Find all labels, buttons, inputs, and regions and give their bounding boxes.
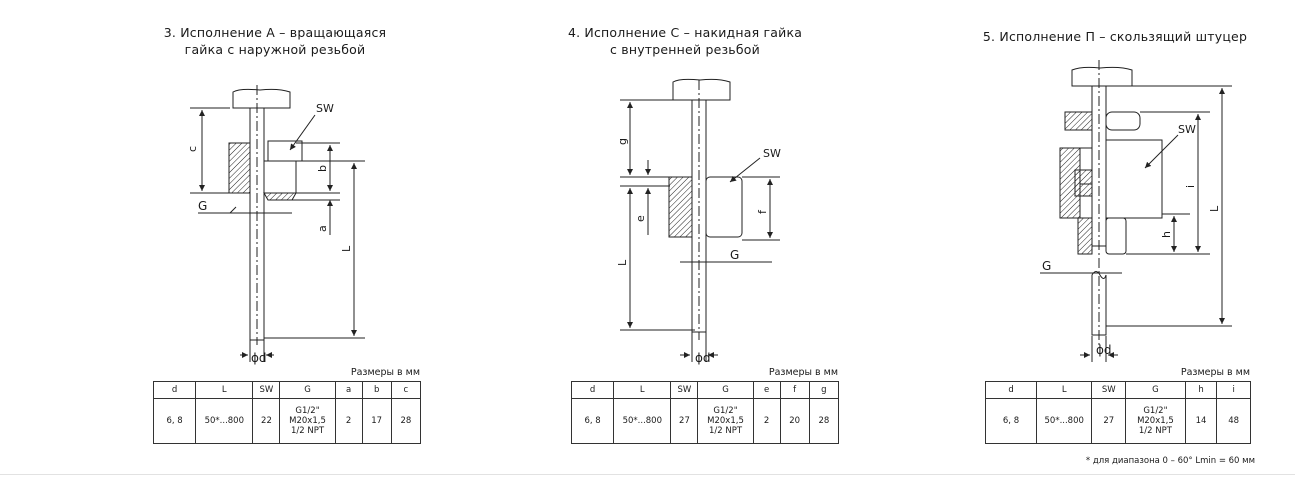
table-cell: 27	[670, 398, 699, 444]
panel-p-drawing: SW i L h G ϕd	[1040, 60, 1232, 362]
panel-variant-c: 4. Исполнение С – накидная гайка с внутр…	[430, 0, 860, 478]
table-cell: 6, 8	[984, 398, 1038, 444]
panel-p-label-i: i	[1184, 185, 1197, 188]
table-header-cell: e	[752, 381, 781, 399]
table-cell: 6, 8	[152, 398, 197, 444]
table-cell: 20	[779, 398, 810, 444]
panel-a-drawing: SW c b G a L ϕd	[186, 85, 365, 365]
panel-p-label-h: h	[1160, 231, 1173, 238]
panel-p-table: d L SW G h i 6, 8 50*...800 27 G1/2"M20x…	[984, 381, 1251, 444]
table-header-cell: G	[1125, 381, 1186, 399]
table-cell: 6, 8	[570, 398, 615, 444]
table-cell: 27	[1091, 398, 1127, 444]
table-header-cell: SW	[1091, 381, 1127, 399]
panel-c-label-f: f	[756, 209, 769, 214]
panel-a-label-sw: SW	[316, 102, 334, 115]
panel-c-label-sw: SW	[763, 147, 781, 160]
table-cell: 28	[390, 398, 422, 444]
table-header-cell: L	[1036, 381, 1093, 399]
table-header-cell: SW	[252, 381, 281, 399]
table-cell: 22	[252, 398, 281, 444]
panel-a-label-l: L	[340, 245, 353, 252]
table-header-cell: G	[697, 381, 754, 399]
panel-c-label-g-dim: g	[616, 138, 629, 145]
panel-variant-a: 3. Исполнение А – вращающаяся гайка с на…	[0, 0, 430, 478]
table-cell: 48	[1216, 398, 1251, 444]
panel-c-drawing: SW g e f L G ϕd	[616, 78, 781, 365]
panel-p-label-d: ϕd	[1096, 343, 1112, 357]
panel-p-footnote: * для диапазона 0 – 60° Lmin = 60 мм	[1085, 456, 1255, 466]
panel-a-label-d: ϕd	[251, 351, 267, 365]
panel-a-title: 3. Исполнение А – вращающаяся гайка с на…	[163, 25, 387, 57]
panel-p-label-l: L	[1208, 205, 1221, 212]
table-cell: 17	[361, 398, 392, 444]
table-header-cell: a	[334, 381, 363, 399]
panel-c-label-g: G	[730, 248, 739, 262]
table-header-cell: d	[570, 381, 615, 399]
panel-c-label-e: e	[634, 215, 647, 222]
table-header-cell: h	[1184, 381, 1218, 399]
panel-c-title: 4. Исполнение С – накидная гайка с внутр…	[567, 25, 803, 57]
table-cell: 2	[752, 398, 781, 444]
panel-c-label-d: ϕd	[695, 351, 711, 365]
panel-p-label-g: G	[1042, 259, 1051, 273]
panel-p-label-sw: SW	[1178, 123, 1196, 136]
panel-c-units: Размеры в мм	[768, 367, 838, 378]
panel-a-units: Размеры в мм	[350, 367, 420, 378]
table-cell: 50*...800	[1036, 398, 1093, 444]
panel-a-label-g: G	[198, 199, 207, 213]
table-header-cell: f	[779, 381, 810, 399]
table-header-cell: i	[1216, 381, 1251, 399]
table-header-cell: d	[152, 381, 197, 399]
table-header-cell: G	[279, 381, 336, 399]
panel-p-units: Размеры в мм	[1180, 367, 1250, 378]
table-cell: 50*...800	[195, 398, 254, 444]
table-header-cell: L	[613, 381, 672, 399]
table-header-cell: SW	[670, 381, 699, 399]
panel-a-label-b: b	[316, 165, 329, 172]
table-header-row: d L SW G a b c	[152, 381, 422, 399]
table-header-row: d L SW G h i	[984, 381, 1251, 399]
table-header-cell: b	[361, 381, 392, 399]
table-header-row: d L SW G e f g	[570, 381, 840, 399]
panel-a-label-c: c	[186, 146, 199, 152]
panel-a-label-a: a	[316, 225, 329, 232]
bottom-divider	[0, 474, 1295, 475]
table-cell: 28	[808, 398, 840, 444]
panel-c-table: d L SW G e f g 6, 8 50*...800 27 G1/2"M2…	[570, 381, 840, 444]
panel-variant-p: 5. Исполнение П – скользящий штуцер	[860, 0, 1295, 478]
table-cell: 14	[1184, 398, 1218, 444]
panel-c-label-l: L	[616, 259, 629, 266]
table-cell: 2	[334, 398, 363, 444]
table-header-cell: c	[390, 381, 422, 399]
table-header-cell: L	[195, 381, 254, 399]
panel-p-title: 5. Исполнение П – скользящий штуцер	[982, 29, 1248, 44]
table-cell: 50*...800	[613, 398, 672, 444]
panel-a-table: d L SW G a b c 6, 8 50*...800 22 G1/2"M2…	[152, 381, 422, 444]
table-header-cell: g	[808, 381, 840, 399]
table-header-cell: d	[984, 381, 1038, 399]
